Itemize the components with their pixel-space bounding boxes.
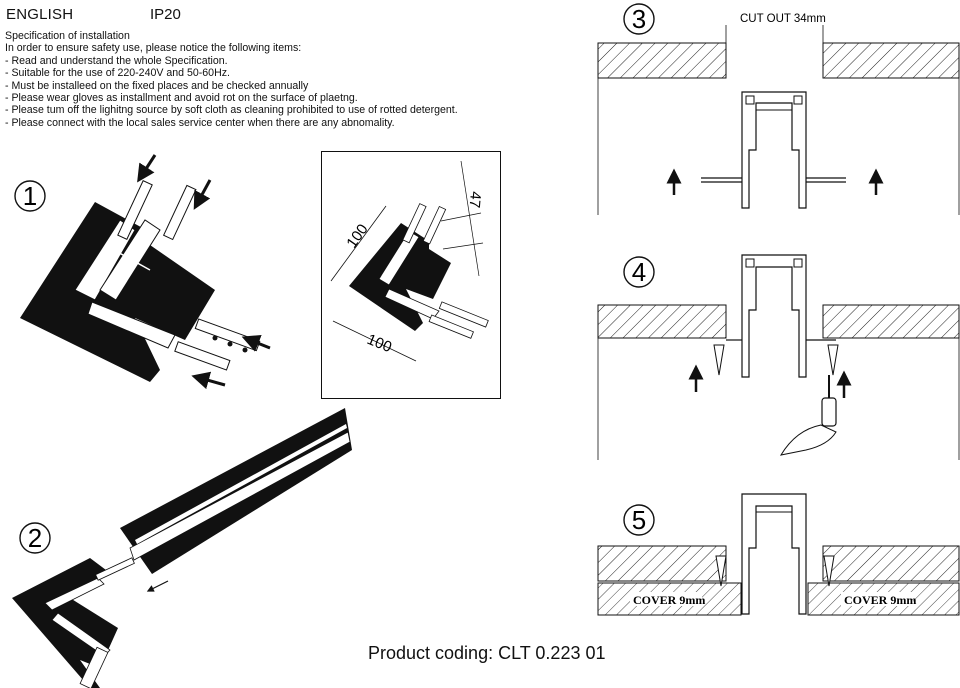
dimension-b: 100 <box>365 331 395 356</box>
step2-number: 2 <box>19 522 51 554</box>
cutout-label: CUT OUT 34mm <box>740 13 826 25</box>
dimension-c: 47 <box>466 191 484 209</box>
corner-profile <box>20 202 215 382</box>
cover-panels: COVER 9mm COVER 9mm <box>597 582 960 616</box>
step5-illustration: 5 COVER 9mm COVER 9mm <box>597 493 960 616</box>
screw-icon <box>715 555 835 587</box>
track-profile <box>701 91 846 209</box>
detail-illustration: 100 100 47 <box>330 160 489 362</box>
svg-text:4: 4 <box>632 257 646 287</box>
svg-text:5: 5 <box>632 505 646 535</box>
ceiling-panels <box>597 545 960 582</box>
spec-item: - Please connect with the local sales se… <box>5 116 395 129</box>
spec-item: - Please wear gloves as installment and … <box>5 92 358 105</box>
step3-number: 3 <box>623 3 655 35</box>
step4-illustration: 4 <box>597 254 960 460</box>
push-arrows <box>137 154 271 390</box>
detail-connector-strips <box>402 203 489 339</box>
cover-label-left: COVER 9mm <box>633 593 705 607</box>
dimension-a: 100 <box>343 221 371 251</box>
ceiling-panels <box>597 25 960 215</box>
up-arrows <box>666 168 884 195</box>
step4-number: 4 <box>623 256 655 288</box>
corner-profile-2 <box>12 558 118 688</box>
spec-title: Specification of installation <box>5 30 130 42</box>
svg-text:1: 1 <box>23 181 37 211</box>
ip-rating: IP20 <box>150 6 181 23</box>
step3-illustration: 3 CUT OUT 34mm <box>597 3 960 215</box>
ceiling-panels <box>597 304 960 460</box>
dimension-lines <box>330 160 484 362</box>
svg-text:2: 2 <box>28 523 42 553</box>
svg-text:3: 3 <box>632 4 646 34</box>
detail-box <box>321 151 501 399</box>
step2-illustration: 2 <box>12 408 352 688</box>
product-coding: Product coding: CLT 0.223 01 <box>368 643 606 663</box>
cover-label-right: COVER 9mm <box>844 593 916 607</box>
spec-item: - Must be installeed on the fixed places… <box>5 79 309 92</box>
screwdriver-icon <box>779 375 837 456</box>
spec-item: - Please tum off the lighitng source by … <box>5 104 458 117</box>
connector-strips-2 <box>79 557 135 688</box>
language-label: ENGLISH <box>6 6 74 23</box>
step5-number: 5 <box>623 504 655 536</box>
track-profile <box>741 493 807 615</box>
slide-arrow <box>146 580 169 592</box>
spec-item: - Suitable for the use of 220-240V and 5… <box>5 67 230 80</box>
screw-icon <box>713 344 839 376</box>
detail-corner-profile <box>349 223 451 331</box>
step1-illustration: 1 <box>14 154 271 390</box>
spec-item: - Read and understand the whole Specific… <box>5 54 228 67</box>
up-arrows <box>688 364 852 398</box>
long-profile <box>120 408 352 574</box>
specification-block: Specification of installation In order t… <box>5 30 545 129</box>
step1-number: 1 <box>14 180 46 212</box>
track-profile <box>726 254 836 378</box>
spec-intro: In order to ensure safety use, please no… <box>5 42 302 55</box>
